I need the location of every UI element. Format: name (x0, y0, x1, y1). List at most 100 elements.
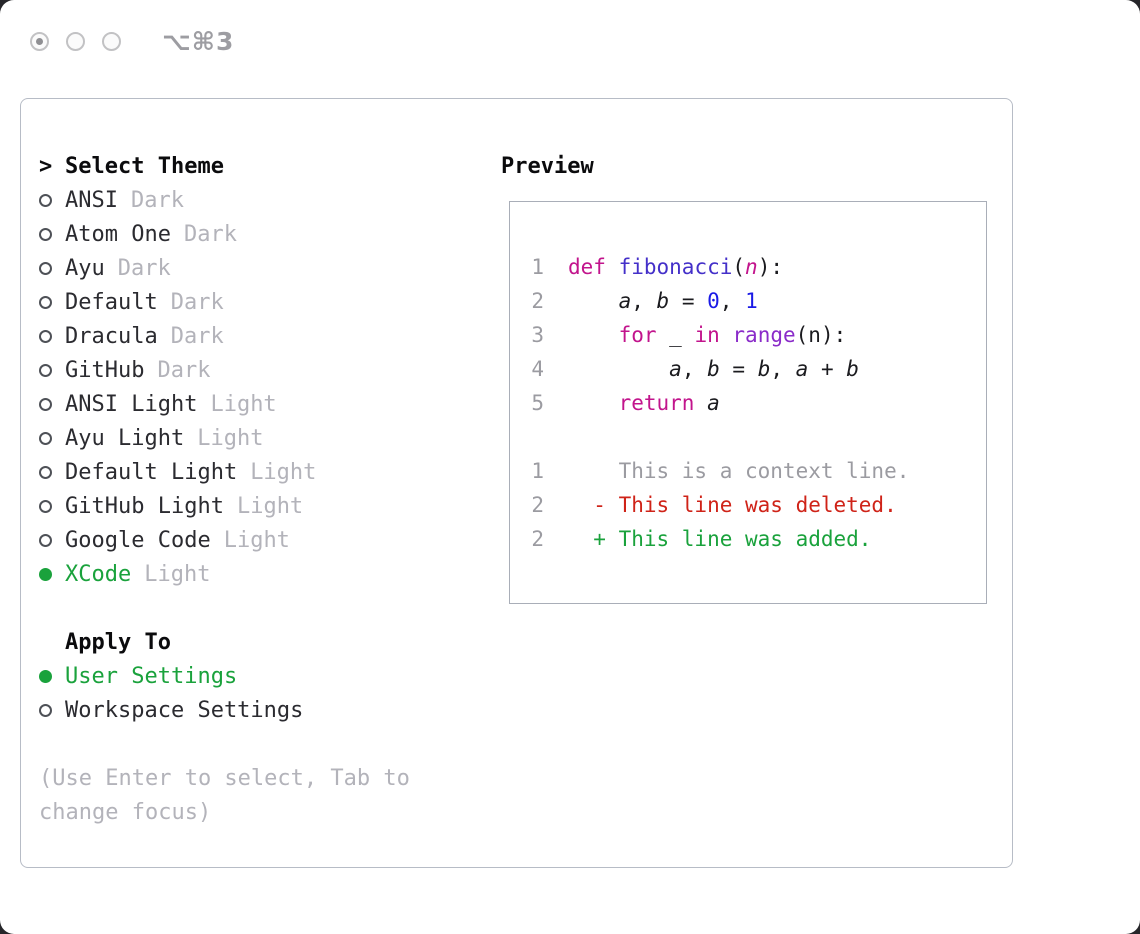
radio-icon (39, 500, 65, 513)
theme-option[interactable]: ANSI Light Light (39, 387, 410, 421)
theme-name: Dracula (65, 323, 158, 349)
minimize-button[interactable] (66, 32, 85, 51)
radio-icon (39, 228, 65, 241)
theme-option[interactable]: ANSI Dark (39, 183, 410, 217)
theme-variant: Dark (117, 255, 171, 281)
theme-variant: Light (236, 493, 304, 519)
theme-option[interactable]: Dracula Dark (39, 319, 410, 353)
line-number: 2 (531, 527, 544, 551)
apply-to-label: Workspace Settings (65, 697, 304, 723)
radio-icon (39, 262, 65, 275)
theme-variant: Dark (183, 221, 237, 247)
theme-name: Google Code (65, 527, 211, 553)
theme-name: Default Light (65, 459, 238, 485)
radio-icon (39, 296, 65, 309)
theme-option[interactable]: Ayu Light Light (39, 421, 410, 455)
radio-icon (39, 330, 65, 343)
line-number: 4 (531, 357, 544, 381)
theme-name: ANSI (65, 187, 118, 213)
zoom-button[interactable] (102, 32, 121, 51)
theme-name: GitHub Light (65, 493, 224, 519)
diff-text: - This line was deleted. (568, 493, 897, 517)
close-button[interactable] (30, 32, 49, 51)
line-number: 2 (531, 289, 544, 313)
theme-name: Default (65, 289, 158, 315)
apply-to-heading: Apply To (39, 625, 410, 659)
theme-option[interactable]: Ayu Dark (39, 251, 410, 285)
code-line: 1 def fibonacci(n): (530, 250, 986, 284)
line-number: 3 (531, 323, 544, 347)
line-number: 5 (531, 391, 544, 415)
theme-name: XCode (65, 561, 132, 587)
theme-variant: Light (197, 425, 264, 451)
radio-icon (39, 466, 65, 479)
apply-to-option[interactable]: Workspace Settings (39, 693, 410, 727)
radio-icon (39, 398, 65, 411)
theme-name: ANSI Light (65, 391, 198, 417)
radio-icon (39, 568, 65, 581)
diff-line: 1 This is a context line. (530, 454, 986, 488)
radio-icon (39, 364, 65, 377)
diff-text: + This line was added. (568, 527, 872, 551)
apply-to-label: User Settings (65, 663, 238, 689)
theme-variant: Dark (170, 289, 224, 315)
line-number: 1 (531, 459, 544, 483)
radio-icon (39, 534, 65, 547)
select-theme-heading: > Select Theme (39, 149, 410, 183)
apply-to-section: Apply To User Settings Workspace Setting… (39, 625, 410, 727)
code-text: def fibonacci(n): (568, 255, 783, 279)
code-text: return a (618, 391, 720, 415)
window-shortcut-label: ⌥⌘3 (162, 27, 235, 56)
theme-variant: Light (144, 561, 211, 587)
preview-heading: Preview (501, 149, 594, 183)
code-line: 2 a, b = 0, 1 (530, 284, 986, 318)
theme-option[interactable]: Default Dark (39, 285, 410, 319)
preview-title: Preview (501, 153, 594, 179)
theme-name: Atom One (65, 221, 171, 247)
diff-text: This is a context line. (568, 459, 910, 483)
theme-variant: Dark (157, 357, 211, 383)
code-text: for _ in range(n): (618, 323, 847, 347)
theme-picker-column: > Select Theme ANSI Dark Atom One Dark A… (39, 149, 410, 829)
code-line: 4 a, b = b, a + b (530, 352, 986, 386)
theme-variant: Dark (130, 187, 184, 213)
theme-option[interactable]: Default Light Light (39, 455, 410, 489)
code-line: 5 return a (530, 386, 986, 420)
select-theme-title: Select Theme (65, 153, 224, 179)
theme-option[interactable]: XCode Light (39, 557, 410, 591)
theme-variant: Dark (170, 323, 224, 349)
diff-line: 2 - This line was deleted. (530, 488, 986, 522)
radio-icon (39, 704, 65, 717)
apply-to-option[interactable]: User Settings (39, 659, 410, 693)
code-text: a, b = 0, 1 (618, 289, 758, 313)
titlebar: ⌥⌘3 (30, 27, 234, 56)
blank-line (530, 420, 986, 454)
keyboard-hint: (Use Enter to select, Tab to change focus… (39, 761, 410, 829)
theme-option[interactable]: Atom One Dark (39, 217, 410, 251)
keyboard-hint-line: (Use Enter to select, Tab to (39, 765, 410, 791)
theme-option[interactable]: GitHub Dark (39, 353, 410, 387)
theme-name: Ayu (65, 255, 105, 281)
radio-icon (39, 194, 65, 207)
diff-line: 2 + This line was added. (530, 522, 986, 556)
theme-option[interactable]: Google Code Light (39, 523, 410, 557)
keyboard-hint-line: change focus) (39, 799, 212, 825)
theme-variant: Light (250, 459, 317, 485)
radio-icon (39, 432, 65, 445)
theme-variant: Light (210, 391, 277, 417)
radio-icon (39, 670, 65, 683)
theme-name: Ayu Light (65, 425, 185, 451)
code-text: a, b = b, a + b (669, 357, 859, 381)
preview-box: 1 def fibonacci(n): 2 a, b = 0, 1 3 for … (509, 201, 987, 604)
theme-name: GitHub (65, 357, 145, 383)
theme-picker-panel: > Select Theme ANSI Dark Atom One Dark A… (20, 98, 1013, 868)
theme-variant: Light (223, 527, 290, 553)
theme-option[interactable]: GitHub Light Light (39, 489, 410, 523)
line-number: 1 (531, 255, 544, 279)
code-line: 3 for _ in range(n): (530, 318, 986, 352)
apply-to-list: User Settings Workspace Settings (39, 659, 410, 727)
line-number: 2 (531, 493, 544, 517)
theme-list: ANSI Dark Atom One Dark Ayu Dark Default… (39, 183, 410, 591)
cursor-prefix: > (39, 153, 53, 179)
